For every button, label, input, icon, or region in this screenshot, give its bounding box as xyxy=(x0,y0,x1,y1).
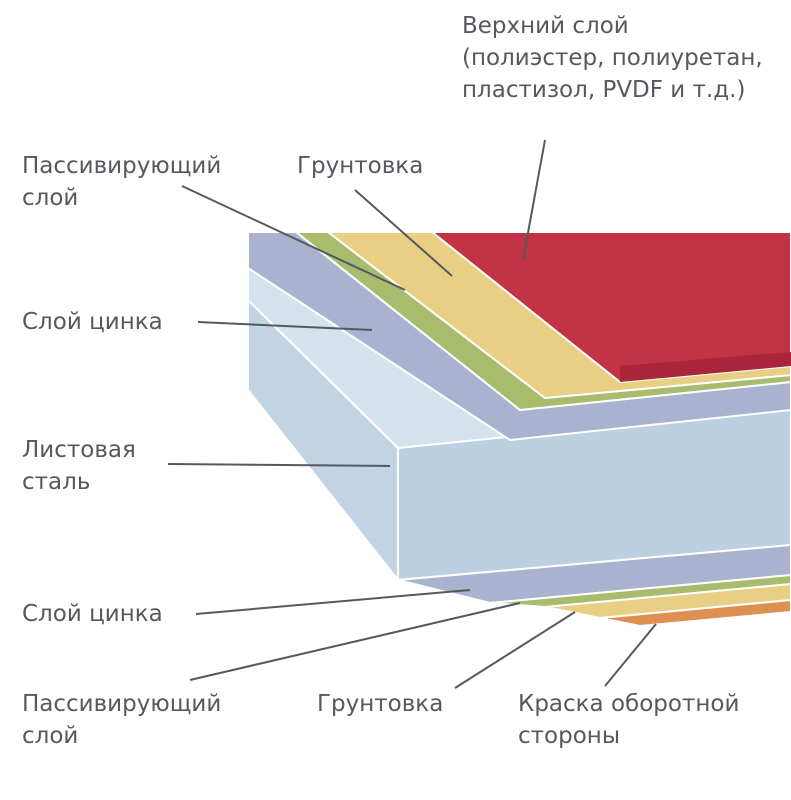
leader-primer-top xyxy=(354,189,453,277)
leader-top-layer xyxy=(522,139,546,261)
label-primer-bottom: Грунтовка xyxy=(317,691,444,717)
leader-steel xyxy=(167,463,391,467)
leader-primer-bottom xyxy=(454,611,576,689)
top-coat-layer xyxy=(429,231,791,384)
label-primer-top: Грунтовка xyxy=(297,153,424,179)
label-passivating-bottom: Пассивирующий слой xyxy=(22,691,222,749)
leader-zinc-bottom xyxy=(195,589,471,615)
label-back-paint: Краска оборотной стороны xyxy=(518,691,740,749)
label-zinc-bottom: Слой цинка xyxy=(22,601,163,627)
leader-passivating-top xyxy=(181,185,406,291)
label-steel: Листовая сталь xyxy=(22,437,136,495)
primer-layer-bottom xyxy=(544,582,791,620)
top-coat-edge xyxy=(620,352,791,382)
leader-back-paint xyxy=(604,623,657,687)
label-zinc-top: Слой цинка xyxy=(22,309,163,335)
leader-passivating-bottom xyxy=(189,602,521,681)
label-top-layer: Верхний слой (полиэстер, полиуретан, пла… xyxy=(462,13,763,103)
passivating-layer-bottom xyxy=(489,573,791,609)
zinc-layer-bottom xyxy=(397,543,791,605)
leader-zinc-top xyxy=(197,321,373,331)
back-paint-layer xyxy=(599,598,791,628)
label-passivating-top: Пассивирующий слой xyxy=(22,153,222,211)
